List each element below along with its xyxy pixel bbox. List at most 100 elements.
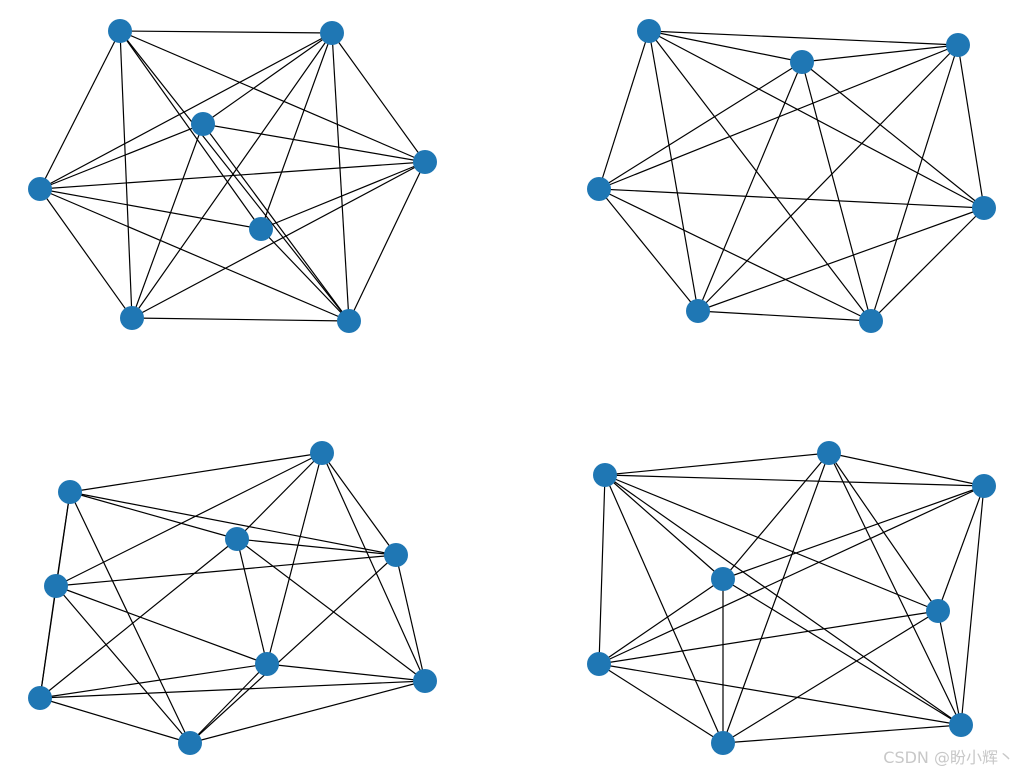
graph-edge [119,30,133,319]
graph-edge [598,188,872,322]
graph-edge [598,30,650,190]
graph-node [28,686,52,710]
graph-node [225,527,249,551]
graph-edge [266,663,426,682]
graph-node [320,21,344,45]
graph-edge [348,161,426,322]
graph-edge [202,32,333,125]
graph-edge [39,188,262,230]
graph-edge [722,452,830,744]
graph-node [926,599,950,623]
graph-node [120,306,144,330]
graph-edge [604,474,962,726]
graph-edge [648,30,803,63]
graph-edge [119,30,262,230]
graph-edge [69,491,238,540]
graph-edge [598,44,959,190]
graph-node [686,299,710,323]
graph-node [711,567,735,591]
graph-node [413,150,437,174]
graph-edge [598,663,962,726]
graph-node [58,480,82,504]
graph-edge [236,538,426,682]
graph-edge [39,585,57,699]
graph-edge [648,30,872,322]
graph-top-right [587,19,996,333]
graph-edge [937,610,962,726]
graph-edge [598,485,985,665]
graph-edge [598,61,803,190]
graph-edge [39,697,191,744]
graph-edge [55,452,323,587]
graph-node [587,177,611,201]
watermark: CSDN @盼小辉丶 [883,748,1014,767]
graph-edge [598,188,985,209]
graph-edge [604,474,724,580]
graph-edge [697,207,985,312]
graph-node [255,652,279,676]
graph-edge [39,161,426,190]
graph-node [593,463,617,487]
graph-node [310,441,334,465]
graph-edge [69,491,397,556]
graph-edge [960,485,985,726]
graph-edge [697,310,872,322]
graph-node [337,309,361,333]
graph-edge [236,452,323,540]
graph-edge [598,663,724,744]
graph-edge [189,554,397,744]
graph-edge [828,452,985,487]
graph-edge [69,491,191,744]
graph-edge [957,44,985,209]
graph-edge [722,452,830,580]
graph-edge [119,30,333,34]
graph-edge [260,32,333,230]
graph-edge [937,485,985,612]
graph-edge [604,474,985,487]
graph-edge [321,452,397,556]
graph-edge [331,32,350,322]
graph-edge [331,32,426,163]
graph-edge [722,724,962,744]
graph-node [637,19,661,43]
graph-edge [722,485,985,580]
graph-edge [39,32,333,190]
graph-edge [722,610,939,744]
graph-edge [697,44,959,312]
graph-edge [598,610,939,665]
graph-edge [131,317,350,322]
graph-edge [119,30,426,163]
graph-edge [55,585,191,744]
graph-edge [39,30,121,190]
graph-bottom-right [587,441,996,755]
graph-edge [260,228,350,322]
graph-edge [39,538,238,699]
graph-node [949,713,973,737]
graph-edge [236,538,397,556]
graph-edge [39,188,350,322]
graph-edge [395,554,426,682]
graph-edge [202,123,426,163]
graph-edge [598,188,699,312]
graph-node [384,543,408,567]
graph-node [249,217,273,241]
graph-edge [870,207,985,322]
graph-edge [801,44,959,63]
graph-node [711,731,735,755]
graph-edge [131,161,426,319]
graph-node [817,441,841,465]
graph-node [972,196,996,220]
graph-edge [801,61,985,209]
graph-edge [55,585,268,665]
graph-edge [39,188,133,319]
graph-edge [131,123,204,319]
graph-edge [648,30,959,46]
graph-edge [604,474,724,744]
graph-edge [266,452,323,665]
graph-node [972,474,996,498]
graph-edge [119,30,350,322]
graph-edge [648,30,699,312]
graph-node [946,33,970,57]
graph-node [44,574,68,598]
